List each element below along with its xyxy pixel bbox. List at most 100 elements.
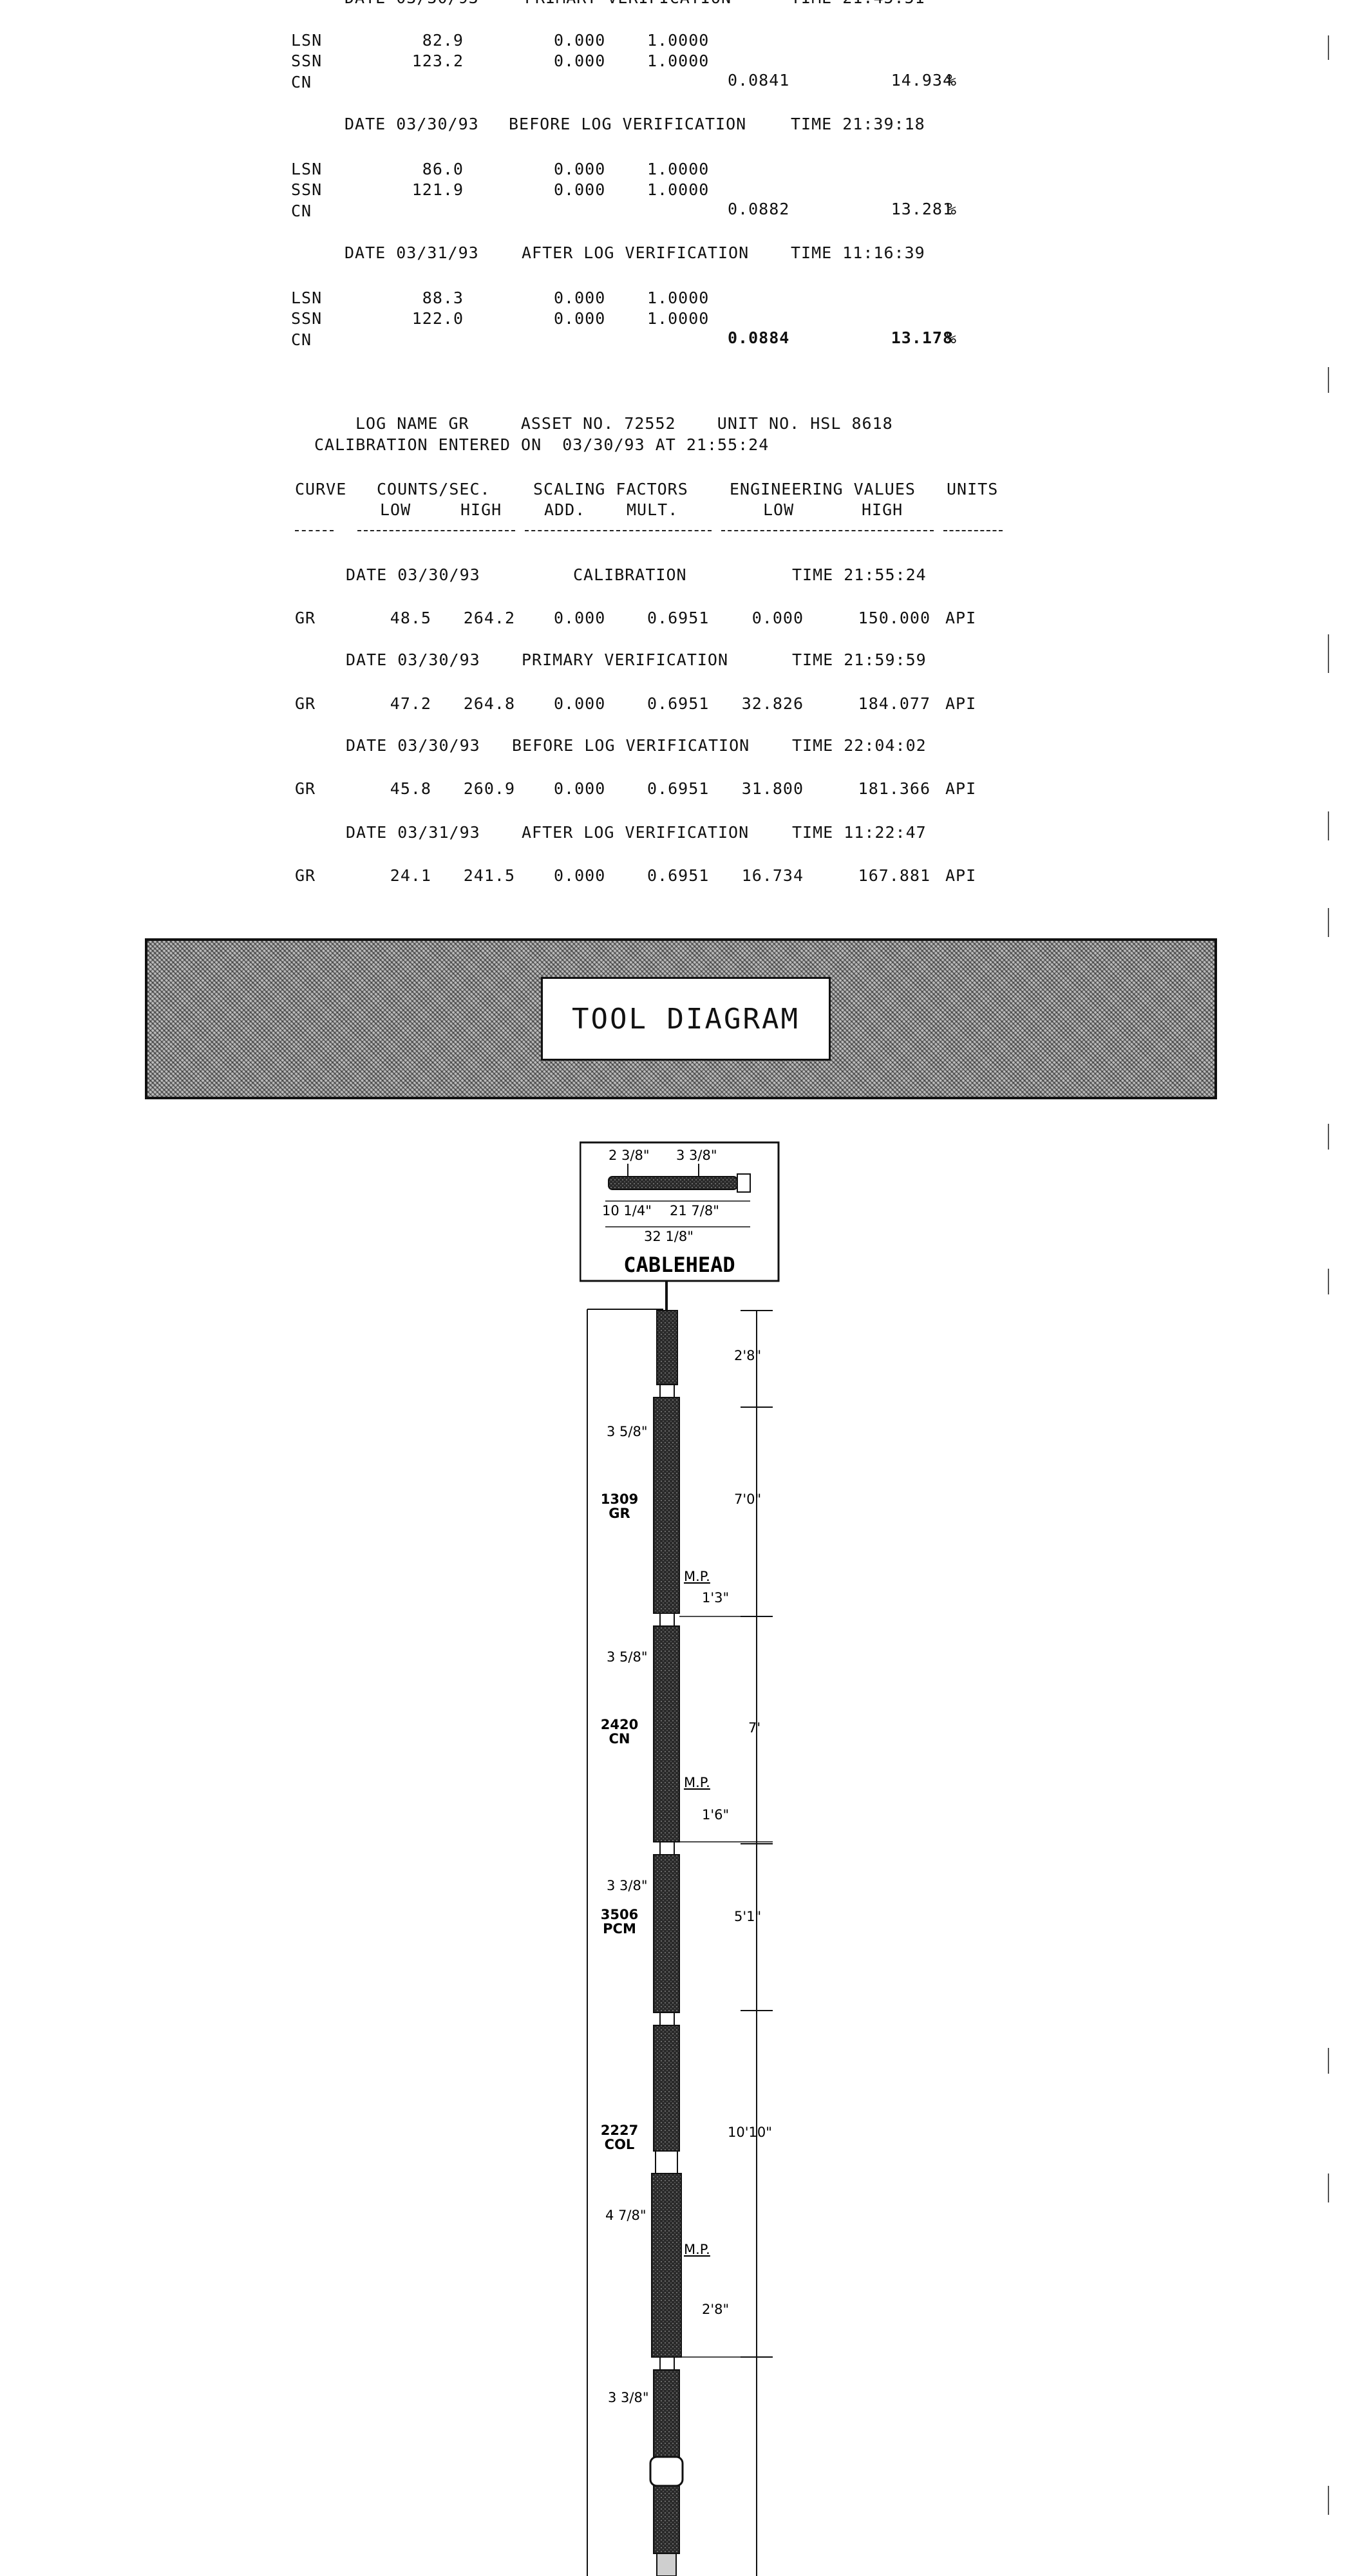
verification-time: TIME 11:16:39 <box>791 243 925 262</box>
row-unit: API <box>945 694 977 713</box>
tool-name-cn: CN <box>609 1731 630 1747</box>
block-time: TIME 21:55:24 <box>792 565 927 584</box>
count-value: 82.9 <box>422 31 464 50</box>
row-curve: GR <box>295 779 316 798</box>
mp-label: M.P. <box>684 1569 710 1584</box>
cn-porosity: 13.281 <box>891 200 953 218</box>
mp-offset: 2'8" <box>702 2302 729 2317</box>
row-high: 241.5 <box>463 866 515 885</box>
row-curve: GR <box>295 609 316 627</box>
row-low: 24.1 <box>390 866 431 885</box>
tool-string-diagram: 2 3/8" 3 3/8" 10 1/4" 21 7/8" 32 1/8" CA… <box>580 1141 780 2576</box>
curve-name: SSN <box>291 180 323 199</box>
curve-name: LSN <box>291 31 323 50</box>
row-unit: API <box>945 779 977 798</box>
add-factor: 0.000 <box>554 160 606 178</box>
log-name-line: LOG NAME GR ASSET NO. 72552 UNIT NO. HSL… <box>355 414 893 433</box>
header-rule <box>357 530 515 531</box>
calibration-entered-line: CALIBRATION ENTERED ON 03/30/93 AT 21:55… <box>314 435 770 454</box>
row-eng-low: 16.734 <box>741 866 804 885</box>
count-value: 88.3 <box>422 289 464 307</box>
row-low: 45.8 <box>390 779 431 798</box>
header-high: HIGH <box>460 500 502 519</box>
curve-name: CN <box>291 330 312 349</box>
scan-mark <box>1328 2048 1329 2074</box>
mult-factor: 1.0000 <box>647 289 710 307</box>
cn-ratio: 0.0841 <box>728 71 790 90</box>
verification-date: DATE 03/30/93 <box>345 0 479 8</box>
block-time: TIME 22:04:02 <box>792 736 927 755</box>
diameter-label: 3 5/8" <box>607 1424 648 1439</box>
scan-mark <box>1328 2486 1329 2515</box>
row-low: 47.2 <box>390 694 431 713</box>
block-date: DATE 03/30/93 <box>346 565 480 584</box>
block-date: DATE 03/30/93 <box>346 736 480 755</box>
diameter-label: 3 5/8" <box>607 1649 648 1665</box>
length-label: 5'1" <box>734 1909 761 1924</box>
header-rule <box>525 530 712 531</box>
mult-factor: 1.0000 <box>647 52 710 70</box>
tool-number-gr: 1309 <box>601 1492 638 1507</box>
mp-label: M.P. <box>684 2242 710 2257</box>
row-curve: GR <box>295 866 316 885</box>
header-eng-low: LOW <box>763 500 795 519</box>
block-event: BEFORE LOG VERIFICATION <box>512 736 750 755</box>
count-value: 122.0 <box>411 309 464 328</box>
cn-porosity: 14.934 <box>891 71 953 90</box>
add-factor: 0.000 <box>554 309 606 328</box>
verification-event: PRIMARY VERIFICATION <box>525 0 732 8</box>
curve-name: LSN <box>291 289 323 307</box>
scan-mark <box>1328 35 1329 60</box>
tool-number-cn: 2420 <box>601 1717 638 1732</box>
row-high: 264.8 <box>463 694 515 713</box>
add-factor: 0.000 <box>554 31 606 50</box>
diameter-label: 4 7/8" <box>605 2208 647 2223</box>
row-add: 0.000 <box>554 866 606 885</box>
header-engineering: ENGINEERING VALUES <box>730 480 916 498</box>
header-scaling: SCALING FACTORS <box>533 480 688 498</box>
mult-factor: 1.0000 <box>647 180 710 199</box>
add-factor: 0.000 <box>554 180 606 199</box>
row-low: 48.5 <box>390 609 431 627</box>
header-rule <box>721 530 934 531</box>
curve-name: CN <box>291 202 312 220</box>
header-units: UNITS <box>947 480 999 498</box>
tool-name-col: COL <box>605 2137 635 2152</box>
block-event: AFTER LOG VERIFICATION <box>522 823 750 842</box>
row-eng-low: 0.000 <box>751 609 804 627</box>
tool-number-col: 2227 <box>601 2123 638 2138</box>
block-event: PRIMARY VERIFICATION <box>522 650 729 669</box>
tool-name-pcm: PCM <box>603 1921 636 1937</box>
mp-label: M.P. <box>684 1775 710 1790</box>
header-low: LOW <box>380 500 411 519</box>
mult-factor: 1.0000 <box>647 31 710 50</box>
row-mult: 0.6951 <box>647 609 710 627</box>
verification-time: TIME 21:39:18 <box>791 115 925 133</box>
cablehead-dim-b: 3 3/8" <box>676 1148 717 1163</box>
block-time: TIME 11:22:47 <box>792 823 927 842</box>
scan-mark <box>1328 1124 1329 1150</box>
block-event: CALIBRATION <box>573 565 687 584</box>
header-counts: COUNTS/SEC. <box>377 480 491 498</box>
row-mult: 0.6951 <box>647 779 710 798</box>
add-factor: 0.000 <box>554 289 606 307</box>
scan-mark <box>1328 908 1329 937</box>
cablehead-dim-d: 21 7/8" <box>670 1203 719 1218</box>
cablehead-dim-c: 10 1/4" <box>602 1203 652 1218</box>
curve-name: CN <box>291 73 312 91</box>
length-label: 2'8" <box>734 1348 761 1363</box>
header-curve: CURVE <box>295 480 347 498</box>
row-eng-high: 150.000 <box>858 609 930 627</box>
length-label: 7'0" <box>734 1492 761 1507</box>
tool-name-gr: GR <box>609 1506 630 1521</box>
add-factor: 0.000 <box>554 52 606 70</box>
diameter-label: 3 3/8" <box>607 1878 648 1893</box>
cablehead-dim-e: 32 1/8" <box>644 1229 694 1244</box>
row-curve: GR <box>295 694 316 713</box>
cn-ratio: 0.0884 <box>728 328 790 347</box>
row-eng-high: 181.366 <box>858 779 930 798</box>
unit: % <box>947 200 958 218</box>
scan-mark <box>1328 1269 1329 1294</box>
verification-event: BEFORE LOG VERIFICATION <box>509 115 747 133</box>
length-label: 7' <box>748 1720 760 1736</box>
